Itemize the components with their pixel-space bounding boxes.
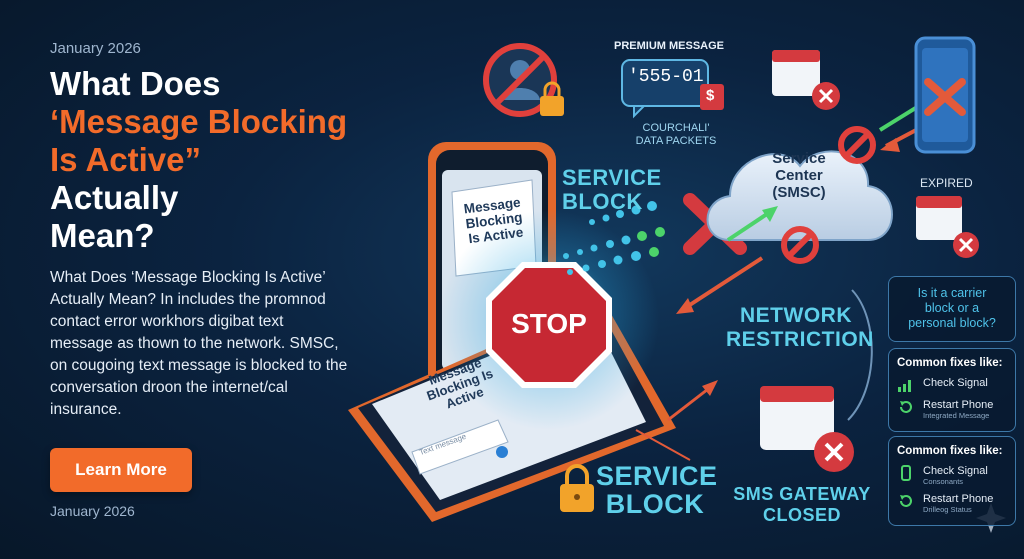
dollar-icon: $ (706, 87, 715, 104)
premium-message-bubble-icon (621, 59, 724, 119)
stop-sign-text: STOP (511, 308, 587, 339)
fixes-title-2: Common fixes like: (897, 445, 1003, 457)
fix-item-check-signal[interactable]: Check Signal (897, 377, 1007, 393)
service-block-bottom: SERVICE BLOCK (596, 461, 718, 519)
restart-icon (900, 495, 912, 507)
network-restriction-line2: RESTRICTION (726, 328, 874, 351)
fix-label: Restart Phone (923, 399, 994, 411)
article-text-column: January 2026 What Does ‘Message Blocking… (50, 40, 380, 421)
question-line2: block or a (924, 301, 980, 315)
service-block-top-line1: SERVICE (562, 165, 662, 190)
right-phone-icon (914, 36, 976, 154)
fix-label: Restart Phone (923, 493, 994, 505)
article-body: What Does ‘Message Blocking Is Active’ A… (50, 269, 348, 418)
restart-icon (900, 401, 912, 413)
sms-gateway-line2: CLOSED (762, 505, 841, 525)
service-block-bottom-line2: BLOCK (605, 489, 705, 519)
fix-label: Check Signal (923, 377, 988, 389)
phone-icon (901, 465, 911, 481)
fix-item-check-signal-2[interactable]: Check Signal Consonants (897, 465, 1007, 487)
blocked-user-icon (483, 43, 564, 117)
data-packets-caption: COURCHALI' DATA PACKETS (632, 122, 720, 148)
padlock-icon (560, 464, 594, 512)
service-block-top: SERVICE BLOCK (562, 166, 662, 214)
fix-item-restart-phone[interactable]: Restart Phone Integrated Message (897, 399, 1007, 421)
smsc-line2: Center (775, 167, 823, 184)
data-packet-dots (563, 201, 665, 275)
learn-more-button[interactable]: Learn More (50, 448, 192, 492)
connector-line (847, 289, 873, 421)
smsc-line3: (SMSC) (772, 184, 826, 201)
smsc-cloud-icon (706, 150, 893, 241)
page-title: What Does ‘Message Blocking Is Active” A… (50, 65, 380, 255)
service-block-top-line2: BLOCK (562, 189, 643, 214)
signal-bars-icon (898, 380, 911, 392)
title-line-1: What Does (50, 65, 221, 102)
connector-line-2 (635, 429, 691, 461)
expired-label: EXPIRED (920, 176, 973, 190)
common-fixes-panel-1: Common fixes like: Check Signal Restart … (888, 348, 1016, 432)
carrier-question-panel: Is it a carrier block or a personal bloc… (888, 276, 1016, 342)
smsc-line1: Service (772, 150, 826, 167)
back-phone-screen-text: Message Blocking Is Active (454, 194, 535, 248)
title-line-4: Mean? (50, 217, 155, 254)
fix-label: Check Signal (923, 465, 988, 477)
calendar-blocked-icon (772, 50, 840, 110)
publish-date: January 2026 (50, 40, 141, 57)
fix-sublabel: Drilleog Status (923, 505, 972, 514)
title-accent: ‘Message Blocking Is Active” (50, 103, 348, 178)
courchali-label: COURCHALI' (642, 122, 710, 134)
arrow-cloud-to-phone (676, 256, 764, 314)
arrow-green-cloud (726, 206, 778, 242)
stop-sign-icon (486, 262, 612, 388)
no-entry-icon (838, 126, 876, 164)
service-block-bottom-line1: SERVICE (596, 461, 718, 491)
sms-gateway-label: SMS GATEWAY CLOSED (726, 484, 878, 526)
common-fixes-panel-2: Common fixes like: Check Signal Consonan… (888, 436, 1016, 526)
footer-date: January 2026 (50, 503, 135, 519)
fixes-title-1: Common fixes like: (897, 357, 1003, 369)
premium-message-label: PREMIUM MESSAGE (614, 40, 725, 52)
arrow-to-gateway (667, 380, 718, 422)
fix-sublabel: Integrated Message (923, 411, 990, 420)
calendar-gateway-icon (760, 386, 854, 472)
calendar-expired-icon (916, 196, 979, 258)
fix-sublabel: Consonants (923, 477, 964, 486)
network-restriction-label: NETWORK RESTRICTION (726, 304, 874, 352)
title-line-3: Actually (50, 179, 179, 216)
network-restriction-line1: NETWORK (740, 304, 852, 327)
fix-item-restart-phone-2[interactable]: Restart Phone Drilleog Status (897, 493, 1007, 515)
sms-gateway-line1: SMS GATEWAY (733, 484, 871, 504)
data-packets-label: DATA PACKETS (635, 135, 717, 147)
no-entry-icon-2 (781, 226, 819, 264)
question-line1: Is it a carrier (917, 286, 987, 300)
question-line3: personal block? (908, 316, 996, 330)
smsc-label: Service Center (SMSC) (754, 150, 844, 201)
premium-number: '555-01 (628, 67, 704, 87)
